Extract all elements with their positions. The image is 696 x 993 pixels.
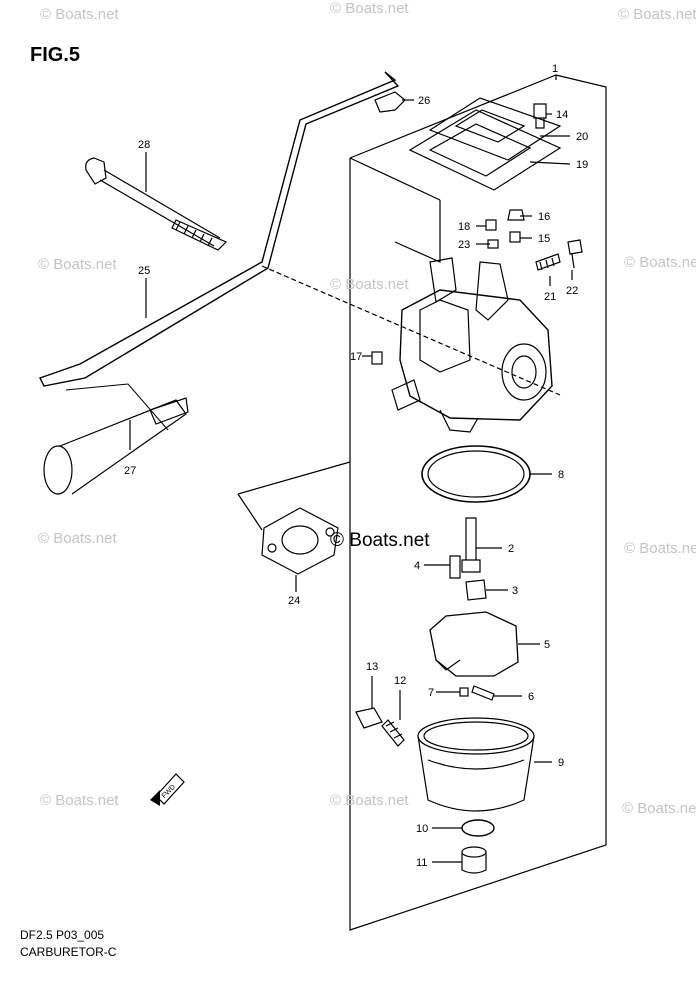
part-14-screw: [533, 103, 547, 129]
part-15-spring: [509, 231, 521, 243]
part-12-spring: [381, 719, 405, 747]
part-10-washer: [461, 819, 495, 837]
callout-3: 3: [512, 585, 518, 597]
figure-caption: CARBURETOR-C: [20, 945, 117, 959]
callout-23: 23: [458, 239, 470, 251]
part-20-plate: [428, 97, 562, 161]
part-16-screw: [507, 209, 525, 221]
carburetor-body: [391, 257, 553, 433]
part-8-o-ring: [421, 445, 531, 503]
watermark: © Boats.net: [38, 256, 117, 273]
watermark: © Boats.net: [622, 800, 696, 817]
callout-5: 5: [544, 639, 550, 651]
callout-11: 11: [416, 857, 427, 869]
callout-25: 25: [138, 265, 150, 277]
part-22-screw: [567, 239, 583, 269]
part-26-clip: [374, 91, 406, 113]
watermark: © Boats.net: [38, 530, 117, 547]
center-watermark: © Boats.net: [330, 530, 430, 551]
callout-19: 19: [576, 159, 588, 171]
part-9-float-bowl: [417, 717, 535, 812]
watermark: © Boats.net: [624, 254, 696, 271]
watermark: © Boats.net: [330, 276, 409, 293]
callout-18: 18: [458, 221, 470, 233]
part-13-screw: [355, 707, 383, 729]
assembly-outline: [349, 74, 607, 931]
callout-1: 1: [552, 63, 558, 75]
part-6-pin: [471, 685, 495, 701]
part-17-jet: [371, 351, 383, 365]
watermark: © Boats.net: [40, 6, 119, 23]
watermark: © Boats.net: [330, 0, 409, 17]
part-27-choke-knob: [43, 397, 189, 495]
callout-21: 21: [544, 291, 556, 303]
callout-24: 24: [288, 595, 300, 607]
watermark: © Boats.net: [618, 6, 696, 23]
callout-20: 20: [576, 131, 588, 143]
callout-2: 2: [508, 543, 514, 555]
figure-title: FIG.5: [30, 44, 81, 66]
callout-10: 10: [416, 823, 428, 835]
callout-17: 17: [350, 351, 362, 363]
callout-16: 16: [538, 211, 550, 223]
watermark: © Boats.net: [624, 540, 696, 557]
callout-14: 14: [556, 109, 568, 121]
drawing-code: DF2.5 P03_005: [20, 928, 105, 942]
part-18-plug: [485, 219, 497, 231]
callout-28: 28: [138, 139, 150, 151]
part-4-jet: [449, 555, 461, 579]
fwd-arrow: FWD: [150, 773, 185, 806]
callout-27: 27: [124, 465, 136, 477]
callout-9: 9: [558, 757, 564, 769]
callout-12: 12: [394, 675, 406, 687]
callout-4: 4: [414, 560, 420, 572]
watermark: © Boats.net: [330, 792, 409, 809]
callout-13: 13: [366, 661, 378, 673]
part-2-nozzle: [461, 517, 481, 573]
part-3-jet: [465, 579, 487, 601]
part-21-spring: [535, 253, 561, 271]
part-7-clip: [459, 687, 469, 697]
part-5-float: [429, 611, 519, 677]
watermark: © Boats.net: [40, 792, 119, 809]
callout-22: 22: [566, 285, 578, 297]
callout-8: 8: [558, 469, 564, 481]
part-19-gasket: [408, 109, 562, 191]
callout-26: 26: [418, 95, 430, 107]
part-11-drain-screw: [461, 846, 487, 874]
part-25-fuel-pipe: [39, 71, 400, 387]
part-24-gasket: [237, 461, 351, 575]
callout-7: 7: [428, 687, 434, 699]
callout-15: 15: [538, 233, 550, 245]
callout-6: 6: [528, 691, 534, 703]
part-28-screw: [85, 157, 228, 251]
